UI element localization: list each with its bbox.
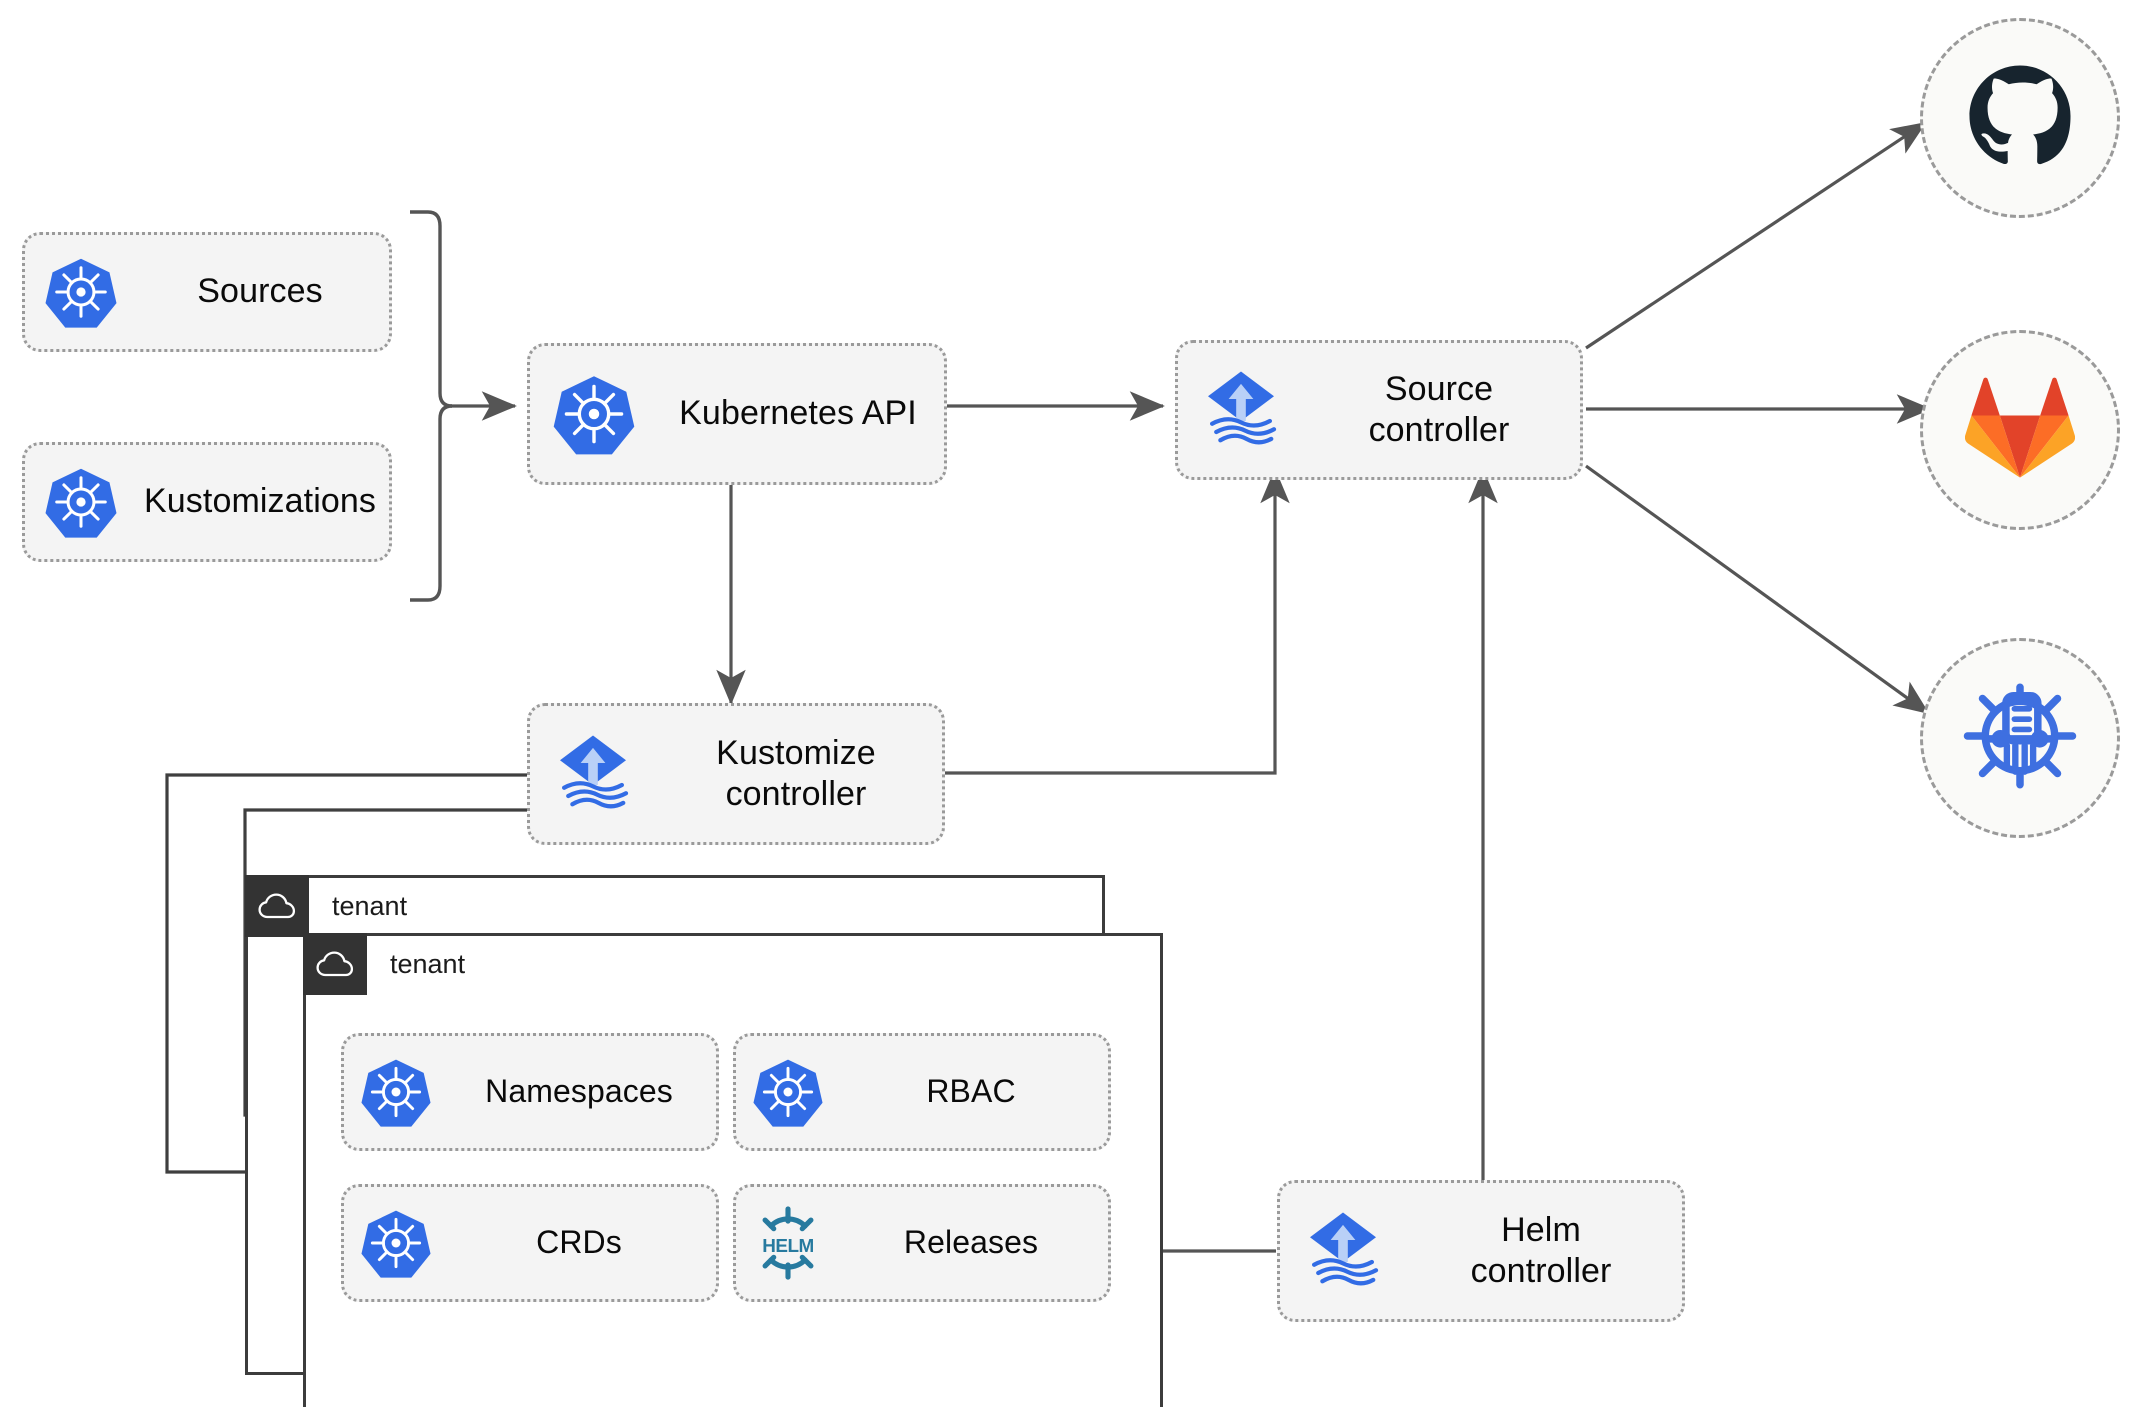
node-releases-label: Releases: [903, 1224, 1039, 1261]
node-namespaces-label: Namespaces: [485, 1073, 673, 1110]
kubernetes-icon: [25, 465, 137, 539]
edge-source-controller-to-github: [1585, 121, 1927, 350]
node-kubernetes-api[interactable]: Kubernetes API: [527, 343, 947, 485]
kubernetes-icon: [25, 255, 137, 329]
node-kustomize-controller[interactable]: Kustomize controller: [527, 703, 945, 845]
edge-kustomize-controller-to-source-controller: [945, 468, 1290, 775]
tenant-label-front: tenant: [390, 948, 466, 979]
node-kustomize-controller-label: Kustomize controller: [716, 733, 876, 813]
flux-icon: [530, 730, 656, 818]
github-icon: [1961, 57, 2079, 180]
node-kubernetes-api-label: Kubernetes API: [679, 394, 917, 433]
tenant-frame-front: tenant: [303, 933, 1163, 1407]
node-crds-label: CRDs: [536, 1224, 622, 1261]
kubernetes-icon: [344, 1207, 448, 1279]
node-helm-controller-label: Helm controller: [1470, 1210, 1612, 1290]
tenant-label-back: tenant: [332, 890, 408, 921]
cloud-icon: [303, 933, 367, 995]
helm-registry-icon: [1960, 676, 2080, 801]
provider-helm-registry[interactable]: [1920, 638, 2120, 838]
provider-github[interactable]: [1920, 18, 2120, 218]
node-kustomizations[interactable]: Kustomizations: [22, 442, 392, 562]
flux-icon: [1178, 366, 1304, 454]
node-kustomizations-label: Kustomizations: [144, 482, 376, 521]
gitlab-icon: [1964, 375, 2076, 486]
provider-gitlab[interactable]: [1920, 330, 2120, 530]
node-helm-controller[interactable]: Helm controller: [1277, 1180, 1685, 1322]
kubernetes-icon: [530, 372, 658, 456]
node-source-controller[interactable]: Source controller: [1175, 340, 1583, 480]
helm-icon: HELM: [736, 1204, 840, 1282]
group-brace: [410, 210, 453, 602]
node-source-controller-label: Source controller: [1368, 369, 1510, 449]
node-rbac-label: RBAC: [926, 1073, 1016, 1110]
node-releases[interactable]: HELM Releases: [733, 1184, 1111, 1302]
node-crds[interactable]: CRDs: [341, 1184, 719, 1302]
kubernetes-icon: [344, 1056, 448, 1128]
node-rbac[interactable]: RBAC: [733, 1033, 1111, 1151]
svg-text:HELM: HELM: [762, 1236, 814, 1257]
cloud-icon: [245, 875, 309, 937]
flux-icon: [1280, 1207, 1406, 1295]
node-sources[interactable]: Sources: [22, 232, 392, 352]
node-sources-label: Sources: [197, 272, 323, 311]
kubernetes-icon: [736, 1056, 840, 1128]
node-namespaces[interactable]: Namespaces: [341, 1033, 719, 1151]
edge-source-controller-to-registry: [1585, 464, 1930, 715]
